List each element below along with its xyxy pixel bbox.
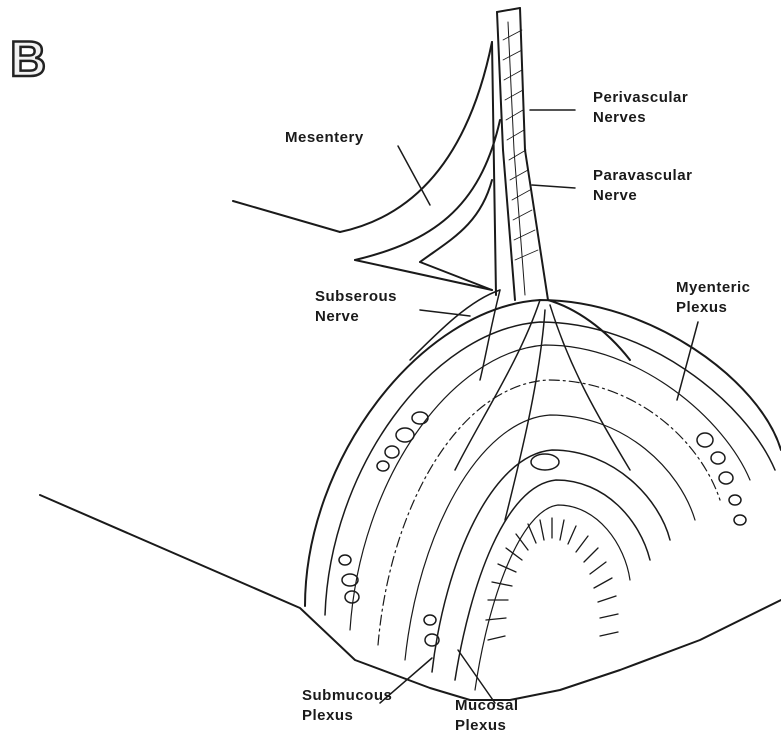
label-subserous-nerve: Subserous Nerve <box>315 287 397 327</box>
label-paravascular-nerve: Paravascular Nerve <box>593 166 692 206</box>
label-mucosal-line2: Plexus <box>455 716 519 736</box>
panel-letter: B <box>10 34 46 84</box>
label-myenteric-line2: Plexus <box>676 298 751 318</box>
label-submucous-line2: Plexus <box>302 706 392 726</box>
label-paravascular-line2: Nerve <box>593 186 692 206</box>
mesentery-sheet <box>233 42 500 295</box>
label-perivascular-line1: Perivascular <box>593 88 688 108</box>
label-submucous-plexus: Submucous Plexus <box>302 686 392 726</box>
label-mucosal-line1: Mucosal <box>455 696 519 716</box>
label-perivascular-line2: Nerves <box>593 108 688 128</box>
myenteric-ganglia <box>339 412 746 646</box>
label-subserous-line1: Subserous <box>315 287 397 307</box>
label-subserous-line2: Nerve <box>315 307 397 327</box>
label-myenteric-line1: Myenteric <box>676 278 751 298</box>
label-paravascular-line1: Paravascular <box>593 166 692 186</box>
label-mesentery: Mesentery <box>285 128 364 148</box>
mucosal-villi <box>486 518 618 640</box>
label-myenteric-plexus: Myenteric Plexus <box>676 278 751 318</box>
label-mucosal-plexus: Mucosal Plexus <box>455 696 519 736</box>
label-perivascular-nerves: Perivascular Nerves <box>593 88 688 128</box>
label-mesentery-text: Mesentery <box>285 128 364 148</box>
label-submucous-line1: Submucous <box>302 686 392 706</box>
